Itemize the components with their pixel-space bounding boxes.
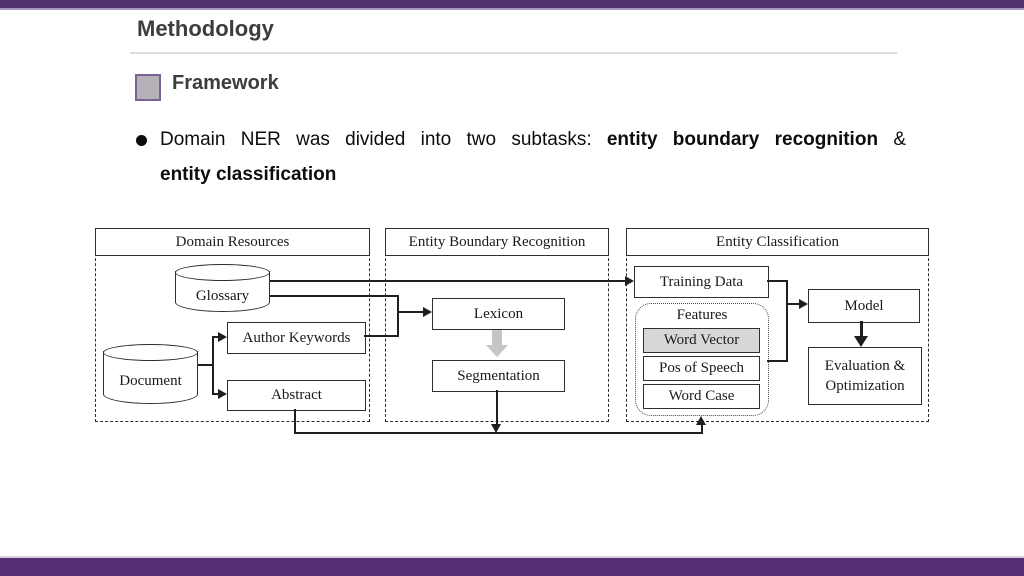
bullet-text-line1: Domain NER was divided into two subtasks…: [160, 129, 906, 151]
bus-up-line: [701, 425, 703, 433]
section-heading: Framework: [172, 72, 279, 94]
bottom-bus-line: [294, 432, 703, 434]
arrowhead-into-training-data: [625, 276, 634, 286]
title-divider: [130, 52, 897, 54]
merge-to-model-line: [787, 303, 800, 305]
gray-down-arrow-head: [486, 345, 508, 357]
document-database: Document: [103, 344, 198, 404]
arrowhead-into-evaluation: [854, 336, 868, 347]
glossary-to-training-line: [270, 280, 626, 282]
bullet-text-line2: entity classification: [160, 164, 337, 185]
bullet-icon: [136, 135, 147, 146]
pos-of-speech-node: Pos of Speech: [643, 356, 760, 381]
bottom-accent-light-strip: [0, 556, 1024, 558]
word-vector-node: Word Vector: [643, 328, 760, 353]
gray-down-arrow-stem: [492, 330, 502, 345]
document-split-vertical: [212, 336, 214, 395]
abstract-down-line: [294, 409, 296, 434]
features-out-line: [767, 360, 787, 362]
split-to-keywords-line: [213, 336, 220, 338]
bullet-text-regular: Domain NER was divided into two subtasks…: [160, 129, 592, 150]
evaluation-optimization-node: Evaluation & Optimization: [808, 347, 922, 405]
segmentation-node: Segmentation: [432, 360, 565, 392]
model-down-line: [860, 321, 863, 338]
glossary-database: Glossary: [175, 264, 270, 312]
bullet-text-bold-1: entity boundary recognition: [606, 129, 879, 150]
page-title: Methodology: [137, 16, 274, 41]
arrowhead-segmentation-down: [491, 424, 501, 433]
keywords-to-bracket-line: [364, 335, 399, 337]
document-label: Document: [119, 373, 182, 389]
entity-boundary-recognition-title: Entity Boundary Recognition: [385, 228, 609, 256]
document-out-line: [198, 364, 213, 366]
arrowhead-into-lexicon: [423, 307, 432, 317]
arrowhead-into-abstract: [218, 389, 227, 399]
training-out-line: [767, 280, 787, 282]
segmentation-down-line: [496, 390, 498, 425]
bottom-accent-bar: [0, 558, 1024, 576]
bracket-vertical-line: [397, 295, 399, 337]
abstract-node: Abstract: [227, 380, 366, 411]
author-keywords-node: Author Keywords: [227, 322, 366, 354]
arrowhead-into-model: [799, 299, 808, 309]
word-case-node: Word Case: [643, 384, 760, 409]
cylinder-top-ellipse: [103, 344, 198, 361]
arrowhead-into-features: [696, 416, 706, 425]
merge-vertical-line: [786, 280, 788, 362]
cylinder-top-ellipse: [175, 264, 270, 281]
bullet-text-ampersand: &: [893, 129, 907, 150]
glossary-label: Glossary: [195, 288, 250, 304]
features-label: Features: [676, 307, 728, 323]
entity-classification-title: Entity Classification: [626, 228, 929, 256]
split-to-abstract-line: [213, 393, 220, 395]
domain-resources-title: Domain Resources: [95, 228, 370, 256]
top-accent-bar: [0, 0, 1024, 8]
top-accent-light-strip: [0, 8, 1024, 10]
lexicon-node: Lexicon: [432, 298, 565, 330]
training-data-node: Training Data: [634, 266, 769, 298]
glossary-to-bracket-line: [270, 295, 399, 297]
model-node: Model: [808, 289, 920, 323]
arrowhead-into-keywords: [218, 332, 227, 342]
square-bullet-icon: [135, 74, 161, 101]
bracket-to-lexicon-line: [398, 311, 424, 313]
